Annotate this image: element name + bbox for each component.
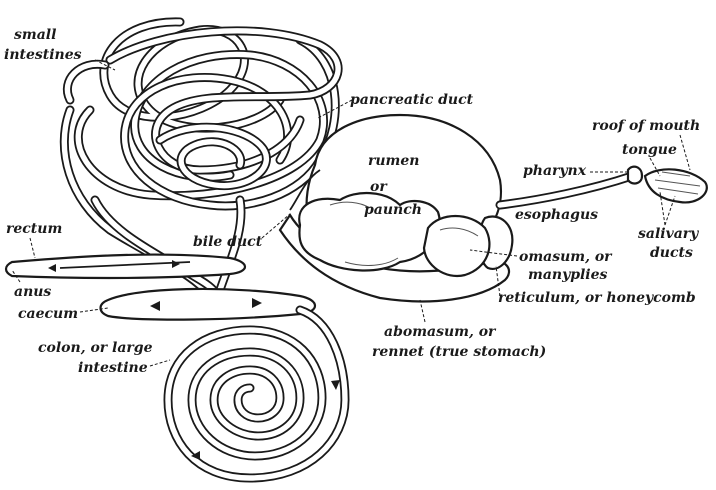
svg-text:anus: anus (14, 284, 51, 300)
svg-text:or: or (370, 179, 388, 195)
svg-text:pancreatic duct: pancreatic duct (350, 92, 474, 108)
svg-text:manyplies: manyplies (528, 267, 608, 283)
svg-text:ducts: ducts (650, 245, 693, 261)
colon-spiral (168, 310, 345, 478)
caecum (101, 289, 316, 320)
label-caecum: caecum (18, 306, 108, 322)
label-colon: colon, or large intestine (38, 340, 170, 376)
svg-text:salivary: salivary (638, 226, 699, 242)
svg-text:esophagus: esophagus (515, 207, 598, 223)
svg-text:intestines: intestines (4, 47, 82, 63)
label-pharynx: pharynx (523, 163, 628, 179)
svg-text:reticulum, or honeycomb: reticulum, or honeycomb (498, 290, 696, 306)
svg-text:rectum: rectum (6, 221, 62, 237)
label-rectum: rectum (6, 221, 62, 258)
label-abomasum: abomasum, or rennet (true stomach) (372, 300, 546, 360)
omasum-shape (424, 216, 489, 276)
svg-text:tongue: tongue (622, 142, 677, 158)
svg-text:abomasum, or: abomasum, or (384, 324, 497, 340)
svg-text:paunch: paunch (364, 202, 422, 218)
svg-text:small: small (14, 27, 56, 43)
svg-text:roof of mouth: roof of mouth (592, 118, 700, 134)
svg-text:omasum, or: omasum, or (519, 249, 613, 265)
svg-text:colon, or large: colon, or large (38, 340, 153, 356)
label-esophagus: esophagus (515, 207, 598, 223)
mouth-region (628, 167, 707, 203)
svg-text:rennet (true stomach): rennet (true stomach) (372, 344, 546, 360)
esophagus-tube (500, 176, 632, 205)
rectum-tube (6, 255, 245, 278)
svg-text:rumen: rumen (368, 153, 419, 169)
svg-text:bile duct: bile duct (193, 234, 263, 250)
svg-text:pharynx: pharynx (523, 163, 587, 179)
svg-text:intestine: intestine (78, 360, 148, 376)
svg-text:caecum: caecum (18, 306, 78, 322)
